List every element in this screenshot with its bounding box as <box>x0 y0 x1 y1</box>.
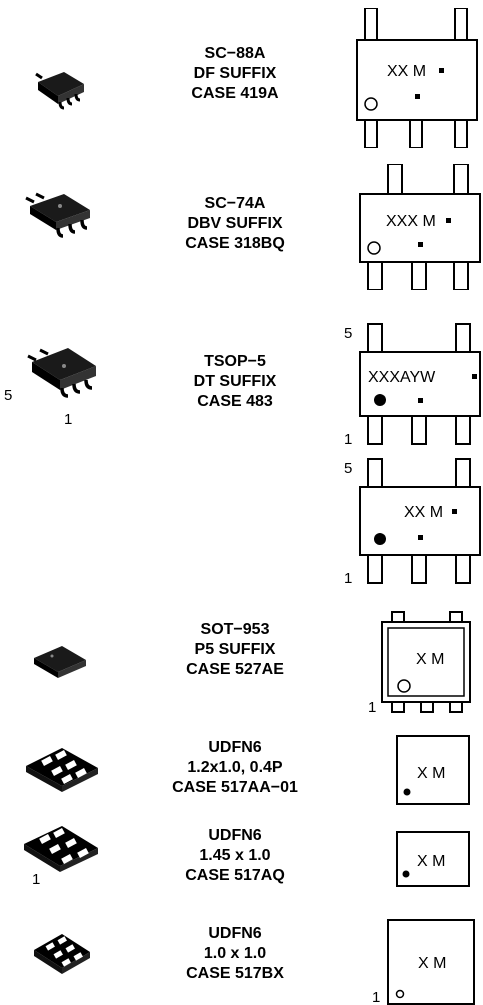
sc74a-package-image <box>25 192 90 238</box>
center-dot <box>418 398 423 403</box>
pin5-label: 5 <box>4 387 12 404</box>
sc74a-caption: SC−74A DBV SUFFIX CASE 318BQ <box>150 194 320 254</box>
pin1-indicator <box>397 679 411 693</box>
marking-dot <box>446 218 451 223</box>
caption-line: SC−74A <box>204 195 266 212</box>
tsop5-package-image: 5 1 <box>4 348 96 428</box>
marking-text: X M <box>417 765 445 782</box>
caption-line: CASE 517AA−01 <box>172 779 298 796</box>
udfn6-517aa-package-image <box>26 748 98 792</box>
pin1-label: 1 <box>64 411 72 428</box>
pin1-indicator <box>403 788 411 796</box>
sc88a-caption: SC−88A DF SUFFIX CASE 419A <box>150 44 320 104</box>
caption-line: CASE 318BQ <box>185 235 285 252</box>
pin1-indicator <box>367 241 381 255</box>
udfn6-517bx-marking-diagram: 1 X M <box>372 919 475 1005</box>
marking-dot <box>472 374 477 379</box>
tsop5-marking-diagram-b: 5 1 XX M <box>344 458 481 587</box>
caption-line: UDFN6 <box>208 925 262 942</box>
caption-line: TSOP−5 <box>204 353 266 370</box>
udfn6-517aq-package-image: 1 <box>24 826 98 888</box>
center-dot <box>418 242 423 247</box>
marking-text: XX M <box>404 504 443 521</box>
pin5-label: 5 <box>344 325 352 342</box>
marking-dot <box>439 68 444 73</box>
caption-line: 1.0 x 1.0 <box>203 945 267 962</box>
marking-dot <box>452 509 457 514</box>
caption-line: DBV SUFFIX <box>187 215 283 232</box>
marking-text: X M <box>416 651 444 668</box>
udfn6-517aq-marking-diagram: X M <box>396 831 470 887</box>
udfn6-517aa-marking-diagram: X M <box>396 735 470 805</box>
marking-text: XX M <box>387 63 426 80</box>
caption-line: SOT−953 <box>200 621 270 638</box>
caption-line: CASE 517AQ <box>185 867 285 884</box>
sot953-marking-diagram: 1 X M <box>368 611 471 716</box>
pin1-label: 1 <box>344 431 352 448</box>
marking-text: X M <box>418 955 446 972</box>
marking-text: XXX M <box>386 213 436 230</box>
sc74a-marking-diagram: XXX M <box>359 164 481 290</box>
pin1-indicator <box>364 97 378 111</box>
caption-line: DT SUFFIX <box>193 373 277 390</box>
tsop5-caption: TSOP−5 DT SUFFIX CASE 483 <box>150 352 320 412</box>
pin1-indicator <box>395 989 405 999</box>
sot953-caption: SOT−953 P5 SUFFIX CASE 527AE <box>150 620 320 680</box>
sc88a-marking-diagram: XX M <box>356 8 478 148</box>
caption-line: CASE 527AE <box>186 661 284 678</box>
pin1-label: 1 <box>32 871 40 888</box>
sot953-package-image <box>34 646 86 678</box>
caption-line: 1.2x1.0, 0.4P <box>187 759 283 776</box>
caption-line: UDFN6 <box>208 827 262 844</box>
center-dot <box>418 535 423 540</box>
tsop5-marking-diagram-a: 5 1 XXXAYW <box>344 323 481 448</box>
caption-line: CASE 483 <box>197 393 273 410</box>
caption-line: 1.45 x 1.0 <box>199 847 271 864</box>
udfn6-517bx-package-image <box>34 934 90 974</box>
marking-text: XXXAYW <box>368 369 436 386</box>
caption-line: P5 SUFFIX <box>194 641 276 658</box>
pin1-label: 1 <box>344 570 352 587</box>
udfn6-517bx-caption: UDFN6 1.0 x 1.0 CASE 517BX <box>150 924 320 984</box>
caption-line: CASE 517BX <box>186 965 284 982</box>
pin1-label: 1 <box>372 989 380 1005</box>
pin1-indicator <box>374 533 386 545</box>
caption-line: SC−88A <box>204 45 266 62</box>
udfn6-517aa-caption: UDFN6 1.2x1.0, 0.4P CASE 517AA−01 <box>150 738 320 798</box>
caption-line: CASE 419A <box>191 85 279 102</box>
pin1-label: 1 <box>368 699 376 716</box>
marking-text: X M <box>417 853 445 870</box>
pin1-indicator <box>374 394 386 406</box>
pin5-label: 5 <box>344 460 352 477</box>
center-dot <box>415 94 420 99</box>
caption-line: DF SUFFIX <box>193 65 277 82</box>
sc88a-package-image <box>35 72 84 110</box>
pin1-indicator <box>402 870 410 878</box>
udfn6-517aq-caption: UDFN6 1.45 x 1.0 CASE 517AQ <box>150 826 320 886</box>
caption-line: UDFN6 <box>208 739 262 756</box>
